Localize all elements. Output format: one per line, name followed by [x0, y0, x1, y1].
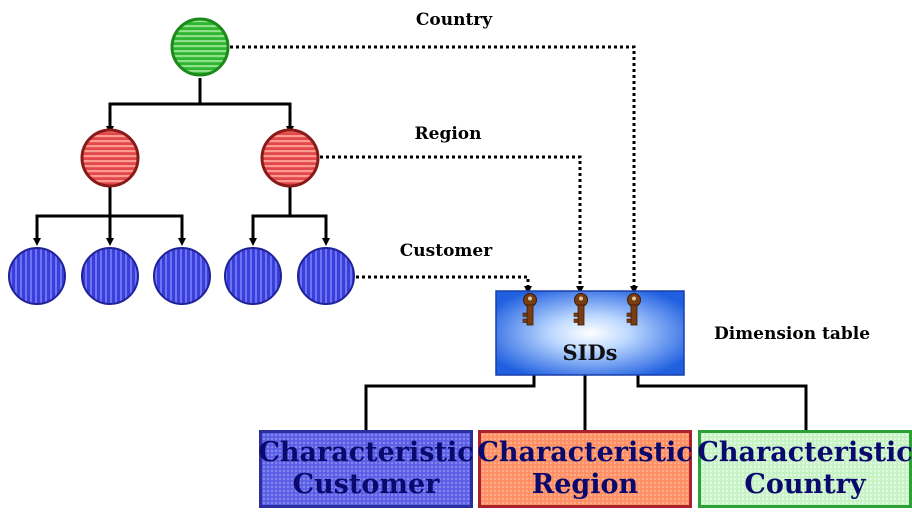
customer-label: Customer	[400, 241, 493, 261]
connector-region2-customers	[249, 186, 292, 246]
characteristic-customer-box: Characteristic Customer	[258, 430, 474, 508]
customer-node-4	[224, 247, 282, 305]
country-node	[170, 17, 230, 77]
connector-country-region-2	[200, 102, 294, 134]
characteristic-country-title: Characteristic	[697, 436, 912, 468]
region-label: Region	[415, 124, 482, 144]
sids-label: SIDs	[562, 340, 617, 365]
link-region-key	[320, 155, 584, 294]
link-country-key	[230, 45, 638, 294]
connector-region1-customers	[33, 186, 112, 246]
connector-country-region-1	[106, 78, 202, 134]
customer-node-3	[153, 247, 211, 305]
key-links	[230, 45, 638, 294]
region-node-2	[260, 128, 320, 188]
characteristic-customer-title: Characteristic	[258, 436, 474, 468]
characteristic-country-box: Characteristic Country	[697, 430, 912, 508]
dimension-table-label: Dimension table	[714, 324, 870, 344]
customer-node-2	[81, 247, 139, 305]
characteristic-region-box: Characteristic Region	[477, 430, 693, 508]
characteristic-customer-name: Customer	[292, 469, 440, 500]
characteristic-region-title: Characteristic	[477, 436, 693, 468]
customer-node-5	[297, 247, 355, 305]
country-label: Country	[416, 10, 493, 30]
characteristic-region-name: Region	[531, 469, 639, 500]
link-customer-key	[356, 275, 532, 294]
characteristic-country-name: Country	[744, 469, 866, 500]
region-node-1	[80, 128, 140, 188]
tree-connectors	[33, 78, 330, 246]
customer-node-1	[8, 247, 66, 305]
